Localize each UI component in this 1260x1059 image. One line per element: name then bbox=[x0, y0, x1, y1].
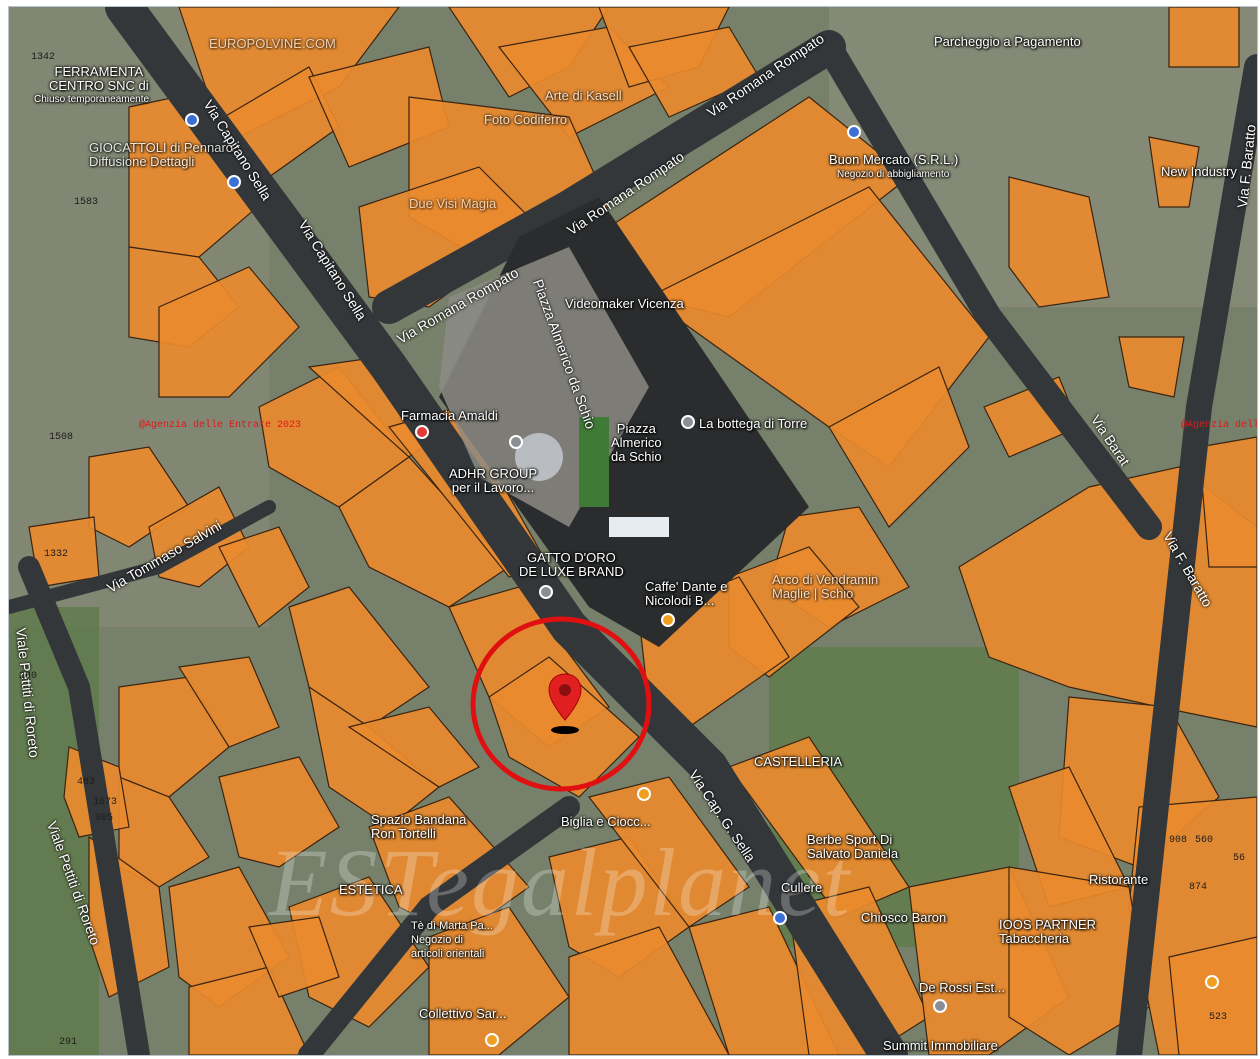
cadastral-parcels bbox=[28, 7, 1257, 1055]
place-label-castelleria[interactable]: CASTELLERIA bbox=[754, 754, 843, 769]
place-label-arco[interactable]: Arco di Vendramin Maglie | Schio bbox=[772, 572, 879, 601]
place-label-sport[interactable]: Berbe Sport Di Salvato Daniela bbox=[807, 832, 899, 861]
parcel-number: 291 bbox=[59, 1037, 78, 1048]
parcel-number: 1508 bbox=[49, 432, 74, 443]
parcel-number: 874 bbox=[1189, 882, 1208, 893]
place-sublabel: Negozio di abbigliamento bbox=[837, 169, 950, 180]
place-label-parcheggio[interactable]: Parcheggio a Pagamento bbox=[934, 34, 1081, 49]
shopping-icon[interactable] bbox=[773, 911, 787, 925]
agenzia-entrate-label: @Agenzia delle Entrate bbox=[1181, 420, 1257, 431]
parcel-number: 56 bbox=[1233, 853, 1246, 864]
place-label-biglia[interactable]: Biglia e Ciocc... bbox=[561, 814, 651, 829]
parcel-number: 908 bbox=[1169, 835, 1188, 846]
place-label-bottega[interactable]: La bottega di Torre bbox=[699, 416, 808, 431]
road-via-capitano-sella bbox=[105, 7, 908, 1055]
shopping-icon[interactable] bbox=[681, 415, 695, 429]
piazza-trees bbox=[579, 417, 609, 507]
place-label-caffe[interactable]: Caffe' Dante e Nicolodi B... bbox=[645, 579, 728, 608]
place-label-gatto[interactable]: GATTO D'ORO DE LUXE BRAND bbox=[519, 550, 624, 579]
place-label-ioos[interactable]: IOOS PARTNER Tabaccheria bbox=[999, 917, 1097, 946]
place-label-baron[interactable]: Chiosco Baron bbox=[861, 910, 947, 925]
cafe-icon[interactable] bbox=[637, 787, 651, 801]
place-label-foto[interactable]: Foto Codiferro bbox=[484, 112, 568, 127]
restaurant-icon[interactable] bbox=[1205, 975, 1219, 989]
parcel-number: 483 bbox=[77, 777, 96, 788]
parcel-number: 523 bbox=[1209, 1012, 1228, 1023]
parcel-number: 905 bbox=[95, 813, 114, 824]
road-via-romana-rompato bbox=[372, 30, 846, 324]
place-label-piazza[interactable]: Piazza Almerico da Schio bbox=[611, 421, 662, 464]
parcel-number: 1673 bbox=[93, 797, 118, 808]
shopping-icon[interactable] bbox=[539, 585, 553, 599]
piazza-market-stall bbox=[609, 517, 669, 537]
place-label-marta[interactable]: Tè dì Marta Pa... Negozio di articoli or… bbox=[411, 920, 493, 960]
place-label-new-industry[interactable]: New Industry bbox=[1161, 164, 1237, 179]
roads bbox=[9, 7, 1257, 1055]
shopping-icon[interactable] bbox=[933, 999, 947, 1013]
shopping-icon[interactable] bbox=[227, 175, 241, 189]
place-label-summit[interactable]: Summit Immobiliare bbox=[883, 1038, 998, 1053]
place-label-ferramenta[interactable]: FERRAMENTA CENTRO SNC di bbox=[49, 64, 149, 93]
parcel-number: 560 bbox=[1195, 835, 1214, 846]
place-label-cullere[interactable]: Cullere bbox=[781, 880, 823, 895]
road-via-tommaso bbox=[9, 500, 276, 614]
place-label-due-visi[interactable]: Due Visi Magia bbox=[409, 196, 497, 211]
map-view[interactable]: ESTegalplanet Via Capitano Sella Via Cap… bbox=[8, 6, 1258, 1056]
place-label-giocattoli[interactable]: GIOCATTOLI di Pennaro Diffusione Dettagl… bbox=[89, 140, 234, 169]
parcel-number: 280 bbox=[19, 671, 38, 682]
road-viale-pettiti bbox=[18, 556, 150, 1055]
piazza-dome bbox=[515, 433, 563, 481]
road-via-baratto bbox=[816, 34, 1162, 540]
agenzia-entrate-label: @Agenzia delle Entrate 2023 bbox=[139, 420, 302, 431]
place-label-europolvine[interactable]: EUROPOLVINE.COM bbox=[209, 36, 336, 51]
place-label-farmacia[interactable]: Farmacia Amaldi bbox=[401, 408, 498, 423]
place-label-arte[interactable]: Arte di Kasell bbox=[545, 88, 622, 103]
location-pin-icon[interactable] bbox=[545, 672, 585, 736]
place-label-de-rossi[interactable]: De Rossi Est... bbox=[919, 980, 1005, 995]
cafe-icon[interactable] bbox=[661, 613, 675, 627]
aerial-map[interactable] bbox=[9, 7, 1257, 1055]
place-label-collettivo[interactable]: Collettivo Sar... bbox=[419, 1006, 507, 1021]
pharmacy-icon[interactable] bbox=[415, 425, 429, 439]
place-label-adhr[interactable]: ADHR GROUP per il Lavoro... bbox=[449, 466, 538, 495]
shopping-icon[interactable] bbox=[185, 113, 199, 127]
place-label-videomaker[interactable]: Videomaker Vicenza bbox=[565, 296, 684, 311]
restaurant-icon[interactable] bbox=[485, 1033, 499, 1047]
place-label-spazio[interactable]: Spazio Bandana Ron Tortelli bbox=[371, 812, 467, 841]
watermark: ESTegalplanet bbox=[269, 829, 852, 936]
road-via-f-baratto bbox=[1116, 54, 1257, 1055]
place-label-estetica[interactable]: ESTETICA bbox=[339, 882, 403, 897]
place-label-buon-mercato[interactable]: Buon Mercato (S.R.L.) bbox=[829, 152, 959, 167]
shopping-icon[interactable] bbox=[847, 125, 861, 139]
place-label-ristorante[interactable]: Ristorante bbox=[1089, 872, 1149, 887]
building-icon[interactable] bbox=[509, 435, 523, 449]
parcel-number: 1342 bbox=[31, 52, 56, 63]
road-secondary bbox=[298, 796, 580, 1055]
highlight-circle bbox=[470, 616, 652, 792]
parcel-number: 1332 bbox=[44, 549, 69, 560]
place-sublabel: Chiuso temporaneamente bbox=[34, 94, 150, 105]
parcel-number: 1583 bbox=[74, 197, 99, 208]
